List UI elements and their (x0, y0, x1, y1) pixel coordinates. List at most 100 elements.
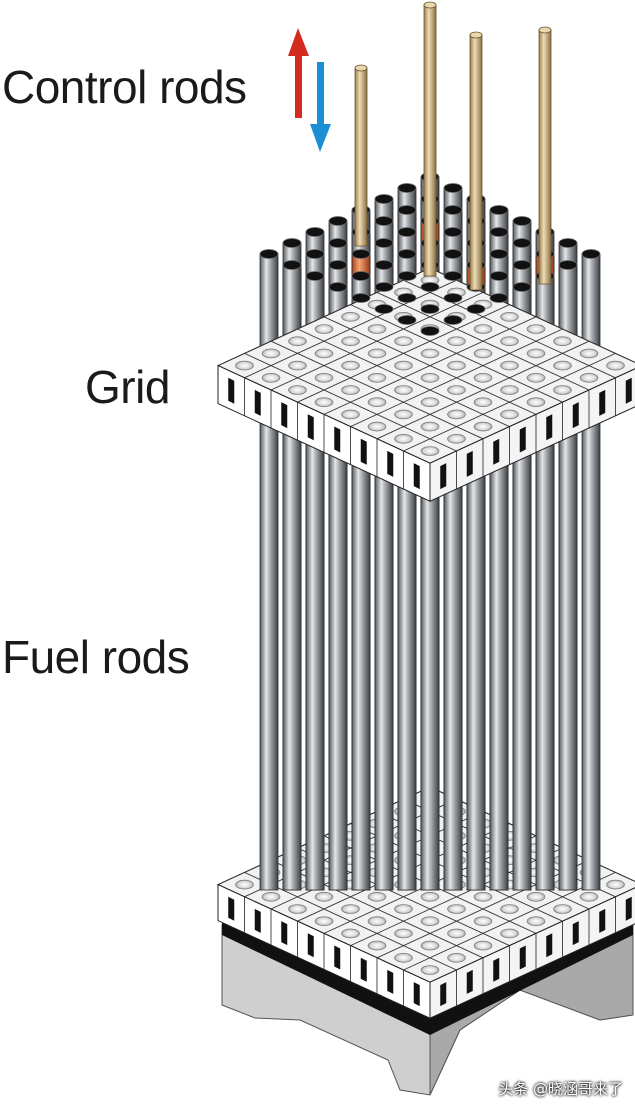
rod-top (351, 249, 371, 259)
rod-top (282, 260, 302, 270)
grid-cell (314, 324, 334, 334)
grid-cell (420, 348, 440, 359)
grid-cell (288, 360, 307, 371)
rod-top (420, 326, 440, 336)
grid-label: Grid (85, 361, 170, 413)
rod-top (282, 238, 302, 248)
grid-cell (500, 928, 519, 939)
grid-cell (526, 397, 546, 408)
grid-cell (473, 397, 493, 408)
arrow-down-icon (310, 62, 331, 152)
grid-cell (447, 409, 466, 420)
rod-top (351, 293, 371, 303)
grid-cell (447, 360, 466, 371)
grid-cell (553, 360, 572, 371)
control-rod-extension (423, 4, 437, 277)
grid-cell (553, 336, 572, 347)
rod-top (374, 238, 394, 248)
rod-top (374, 260, 394, 270)
grid-cell (420, 891, 440, 902)
spacer-grid (216, 267, 635, 502)
grid-cell (447, 433, 466, 444)
grid-cell (367, 397, 387, 408)
rod-top (558, 238, 578, 248)
grid-cell (394, 409, 413, 420)
rod-top (397, 205, 417, 215)
grid-cell (500, 385, 519, 395)
grid-cell (394, 336, 413, 347)
grid-cell (579, 891, 599, 902)
rod-top (420, 304, 440, 314)
control-rod-extension (354, 67, 368, 247)
grid-cell (261, 372, 281, 383)
grid-cell (420, 940, 440, 951)
grid-cell (314, 891, 334, 902)
control-rod-cap (354, 64, 368, 72)
grid-cell (261, 348, 281, 359)
rod-top (328, 216, 348, 226)
grid-cell (341, 311, 360, 322)
rod-top (512, 282, 532, 292)
grid-cell (261, 891, 281, 902)
rod-top (512, 216, 532, 226)
rod-top (374, 216, 394, 226)
rod-top (443, 271, 463, 281)
grid-cell (314, 397, 334, 408)
grid-cell (341, 360, 360, 371)
rod-top (420, 282, 440, 292)
grid-cell (367, 348, 387, 359)
grid-cell (526, 372, 546, 383)
fuel-rods-label: Fuel rods (2, 631, 190, 683)
rod-top (443, 315, 463, 325)
rod-top (397, 227, 417, 237)
rod-top (305, 227, 325, 237)
grid-cell (420, 916, 440, 927)
grid-cell (447, 928, 466, 939)
rod-top (489, 249, 509, 259)
grid-cell (579, 372, 599, 383)
grid-cell (367, 372, 387, 383)
control-rod-cap (538, 26, 552, 34)
grid-cell (367, 324, 387, 334)
arrow-up-icon (288, 28, 309, 118)
grid-cell (473, 940, 493, 951)
grid-cell (420, 372, 440, 383)
watermark: 头条 @晓涵哥来了 (498, 1080, 623, 1098)
grid-cell (314, 348, 334, 359)
grid-cell (394, 928, 413, 939)
rod-top (558, 260, 578, 270)
grid-cell (500, 336, 519, 347)
grid-cell (473, 891, 493, 902)
grid-cell (579, 348, 599, 359)
grid-cell (473, 372, 493, 383)
grid-cell (394, 952, 413, 963)
grid-cell (447, 952, 466, 963)
grid-cell (526, 324, 546, 334)
grid-cell (367, 916, 387, 927)
grid-cell (526, 891, 546, 902)
rod-tops (259, 172, 601, 336)
rod-top (581, 249, 601, 259)
grid-cell (367, 940, 387, 951)
rod-top (351, 271, 371, 281)
rod-top (489, 227, 509, 237)
grid-cell (526, 916, 546, 927)
grid-cell (553, 385, 572, 395)
rod-top (305, 271, 325, 281)
rod-top (328, 238, 348, 248)
rod-top (374, 304, 394, 314)
grid-cell (473, 421, 493, 432)
grid-cell (394, 904, 413, 914)
grid-cell (420, 421, 440, 432)
grid-cell (606, 879, 625, 890)
rod-top (374, 194, 394, 204)
grid-cell (341, 928, 360, 939)
rod-top (489, 205, 509, 215)
rod-top (397, 183, 417, 193)
grid-cell (553, 904, 572, 914)
rod-top (397, 315, 417, 325)
grid-cell (314, 916, 334, 927)
rod-top (443, 205, 463, 215)
grid-cell (341, 385, 360, 395)
